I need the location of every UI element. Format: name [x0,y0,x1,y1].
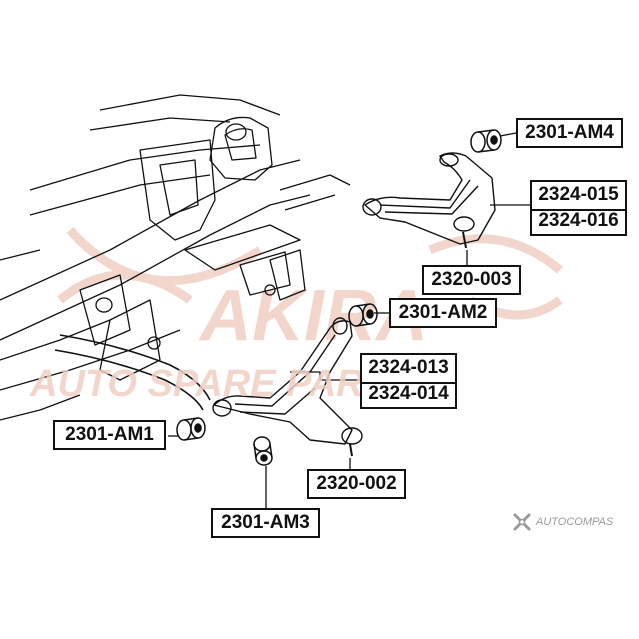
label-2301-am4-text: 2301-AM4 [525,122,614,143]
bushings [176,129,502,466]
autocompas-logo-icon [513,513,531,531]
source-mark: AUTOCOMPAS [512,511,613,533]
label-2320-002-text: 2320-002 [316,473,397,494]
label-2320-003: 2320-003 [422,265,521,295]
label-2301-am2-text: 2301-AM2 [398,302,488,323]
upper-control-arm [362,152,496,249]
label-lower-arm: 2324-013 2324-014 [360,353,457,409]
label-upper-arm: 2324-015 2324-016 [530,180,627,236]
label-2324-015-text: 2324-015 [538,184,619,205]
bushing-am2 [348,303,378,327]
watermark-tagline: AUTO SPARE PARTS [29,363,411,405]
leader-lines [168,132,530,508]
bushing-am4 [470,129,502,153]
source-mark-text: AUTOCOMPAS [536,516,614,528]
label-2301-am2: 2301-AM2 [389,298,497,328]
label-2301-am4: 2301-AM4 [516,118,623,148]
label-2301-am1-text: 2301-AM1 [65,424,154,445]
label-2324-013-text: 2324-013 [368,357,449,378]
label-divider [362,382,455,384]
subframe [0,94,351,421]
label-2324-016-text: 2324-016 [538,210,619,231]
bushing-am1 [176,417,206,441]
bushing-am3 [253,436,273,466]
label-2301-am3: 2301-AM3 [211,508,320,538]
lower-control-arm [212,317,363,457]
label-2301-am3-text: 2301-AM3 [221,512,310,533]
label-divider [532,209,625,211]
label-2301-am1: 2301-AM1 [53,420,166,450]
label-2320-003-text: 2320-003 [431,269,512,290]
label-2320-002: 2320-002 [307,469,406,499]
label-2324-014-text: 2324-014 [368,383,449,404]
